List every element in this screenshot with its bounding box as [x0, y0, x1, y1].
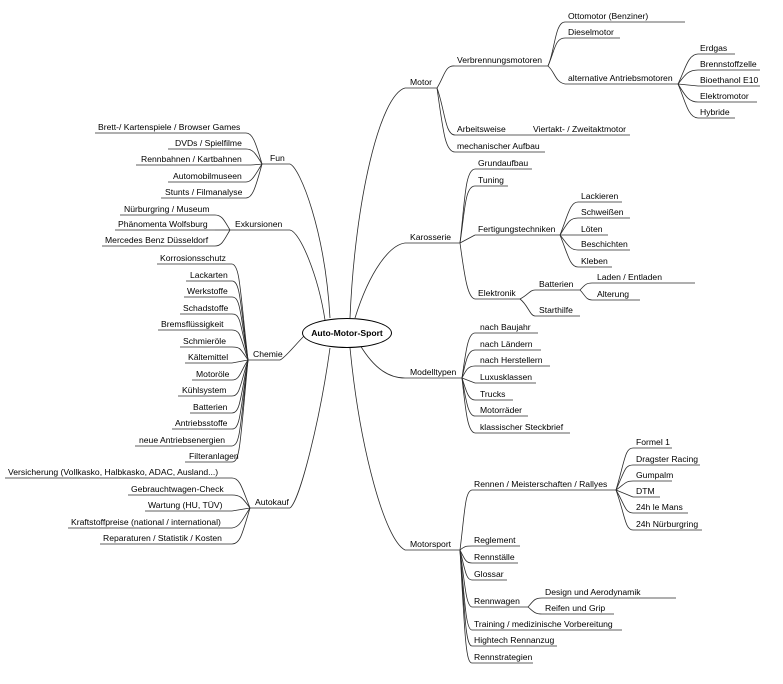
- node-rennbahnen-kartbahnen: Rennbahnen / Kartbahnen: [141, 154, 242, 164]
- node-batterien-chemie: Batterien: [193, 402, 228, 412]
- node-mechanischer-aufbau: mechanischer Aufbau: [457, 141, 540, 151]
- branch-modelltypen-label: Modelltypen: [410, 367, 457, 377]
- node-klassischer-steckbrief: klassischer Steckbrief: [480, 422, 564, 432]
- branch-karosserie-label: Karosserie: [410, 232, 452, 242]
- node-viertakt-zweitakt: Viertakt- / Zweitaktmotor: [533, 124, 626, 134]
- node-erdgas: Erdgas: [700, 43, 728, 53]
- node-alterung: Alterung: [597, 289, 630, 299]
- node-reparaturen: Reparaturen / Statistik / Kosten: [103, 533, 222, 543]
- node-tuning: Tuning: [478, 175, 504, 185]
- node-glossar: Glossar: [474, 569, 504, 579]
- node-versicherung: Versicherung (Vollkasko, Halbkasko, ADAC…: [8, 467, 219, 477]
- branch-fun-label: Fun: [270, 153, 285, 163]
- node-trucks: Trucks: [480, 389, 506, 399]
- node-laden-entladen: Laden / Entladen: [597, 272, 662, 282]
- branch-motorsport-label: Motorsport: [410, 539, 452, 549]
- node-bioethanol: Bioethanol E10: [700, 75, 759, 85]
- central-topic-node: Auto-Motor-Sport: [302, 318, 392, 348]
- node-arbeitsweise: Arbeitsweise: [457, 124, 506, 134]
- node-verbrennungsmotoren: Verbrennungsmotoren: [457, 55, 543, 65]
- node-brett-kartenspiele: Brett-/ Kartenspiele / Browser Games: [98, 122, 241, 132]
- node-elektronik: Elektronik: [478, 288, 516, 298]
- node-bremsfluessigkeit: Bremsflüssigkeit: [161, 319, 224, 329]
- node-hightech-rennanzug: Hightech Rennanzug: [474, 635, 555, 645]
- node-elektromotor: Elektromotor: [700, 91, 749, 101]
- node-batterien-karosserie: Batterien: [539, 279, 574, 289]
- node-nach-baujahr: nach Baujahr: [480, 322, 531, 332]
- node-luxusklassen: Luxusklassen: [480, 372, 533, 382]
- node-ottomotor: Ottomotor (Benziner): [568, 11, 649, 21]
- node-mercedes-benz-duesseldorf: Mercedes Benz Düsseldorf: [105, 235, 209, 245]
- node-automobilmuseen: Automobilmuseen: [173, 171, 242, 181]
- node-phaenomenta-wolfsburg: Phänomenta Wolfsburg: [118, 219, 208, 229]
- node-24h-le-mans: 24h le Mans: [636, 502, 683, 512]
- node-gumpalm: Gumpalm: [636, 470, 674, 480]
- node-fertigungstechniken: Fertigungstechniken: [478, 224, 556, 234]
- node-kleben: Kleben: [581, 256, 608, 266]
- node-reglement: Reglement: [474, 535, 516, 545]
- node-wartung: Wartung (HU, TÜV): [148, 500, 223, 510]
- node-kuehlsystem: Kühlsystem: [182, 385, 227, 395]
- node-motorraeder: Motorräder: [480, 405, 523, 415]
- node-starthilfe: Starthilfe: [539, 305, 573, 315]
- node-kraftstoffpreise: Kraftstoffpreise (national / internation…: [71, 517, 221, 527]
- node-dragster-racing: Dragster Racing: [636, 454, 699, 464]
- node-antriebsstoffe: Antriebsstoffe: [175, 418, 228, 428]
- branch-motor-label: Motor: [410, 77, 432, 87]
- branch-chemie-label: Chemie: [253, 349, 283, 359]
- node-reifen-grip: Reifen und Grip: [545, 603, 606, 613]
- node-neue-antriebsenergien: neue Antriebsenergien: [139, 435, 226, 445]
- node-hybride: Hybride: [700, 107, 730, 117]
- node-dieselmotor: Dieselmotor: [568, 27, 614, 37]
- node-schmieroele: Schmieröle: [183, 336, 226, 346]
- node-schweissen: Schweißen: [581, 207, 624, 217]
- node-rennen-meisterschaften: Rennen / Meisterschaften / Rallyes: [474, 479, 608, 489]
- node-rennstrategien: Rennstrategien: [474, 652, 533, 662]
- node-rennstaelle: Rennställe: [474, 552, 515, 562]
- node-design-aerodynamik: Design und Aerodynamik: [545, 587, 641, 597]
- node-korrosionsschutz: Korrosionsschutz: [160, 253, 226, 263]
- node-rennwagen: Rennwagen: [474, 596, 520, 606]
- node-stunts-filmanalyse: Stunts / Filmanalyse: [165, 187, 243, 197]
- node-beschichten: Beschichten: [581, 239, 628, 249]
- node-formel-1: Formel 1: [636, 437, 670, 447]
- node-nuerburgring-museum: Nürburgring / Museum: [124, 204, 210, 214]
- node-loeten: Löten: [581, 224, 603, 234]
- node-filteranlagen: Filteranlagen: [189, 451, 239, 461]
- node-schadstoffe: Schadstoffe: [183, 303, 229, 313]
- node-dvds-spielfilme: DVDs / Spielfilme: [175, 138, 242, 148]
- node-lackieren: Lackieren: [581, 191, 619, 201]
- central-topic-label: Auto-Motor-Sport: [311, 328, 383, 338]
- node-motoroele: Motoröle: [196, 369, 230, 379]
- node-werkstoffe: Werkstoffe: [187, 286, 228, 296]
- node-grundaufbau: Grundaufbau: [478, 158, 529, 168]
- node-brennstoffzelle: Brennstoffzelle: [700, 59, 757, 69]
- node-24h-nuerburgring: 24h Nürburgring: [636, 519, 699, 529]
- node-alternative-antriebsmotoren: alternative Antriebsmotoren: [568, 73, 673, 83]
- node-dtm: DTM: [636, 486, 655, 496]
- node-nach-laendern: nach Ländern: [480, 339, 533, 349]
- branch-exkursionen-label: Exkursionen: [235, 219, 283, 229]
- node-lackarten: Lackarten: [190, 270, 228, 280]
- node-training: Training / medizinische Vorbereitung: [474, 619, 613, 629]
- node-gebrauchtwagen-check: Gebrauchtwagen-Check: [131, 484, 224, 494]
- node-nach-herstellern: nach Herstellern: [480, 355, 543, 365]
- node-kaeltemittel: Kältemittel: [188, 352, 229, 362]
- branch-autokauf-label: Autokauf: [255, 497, 289, 507]
